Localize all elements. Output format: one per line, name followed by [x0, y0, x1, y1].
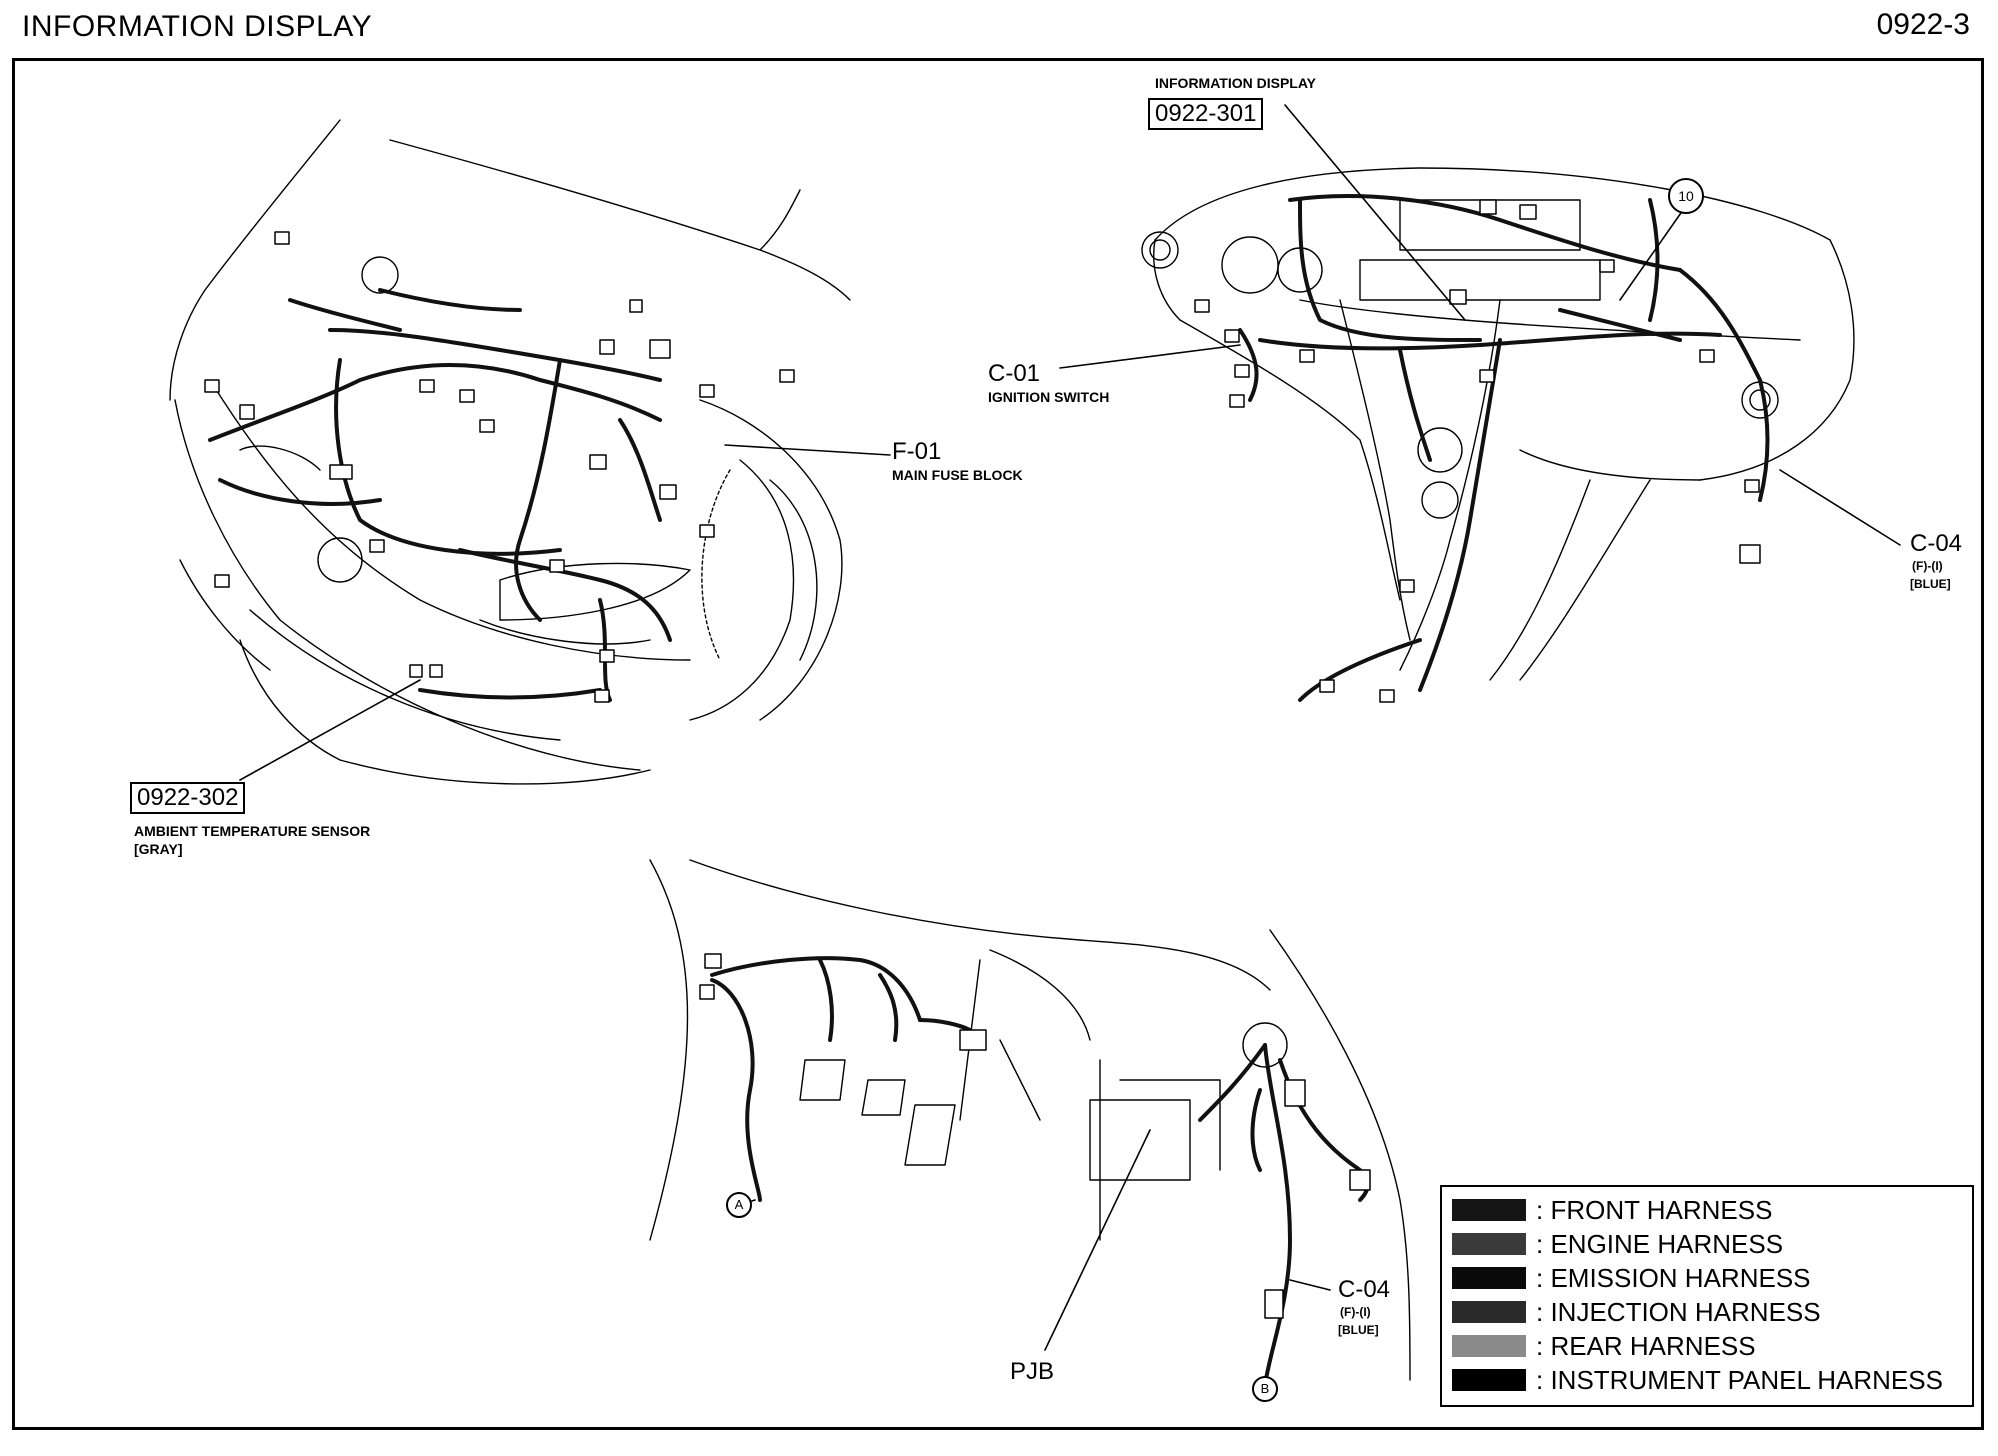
c01-code: C-01	[988, 360, 1041, 387]
ambient-temperature-sensor-color: [GRAY]	[134, 841, 183, 857]
legend-label: : FRONT HARNESS	[1536, 1194, 1773, 1225]
callout-leaders	[239, 104, 1901, 1351]
legend-swatch	[1452, 1301, 1526, 1323]
pjb-label: PJB	[1010, 1358, 1055, 1385]
page-title: INFORMATION DISPLAY	[22, 10, 373, 43]
c01-caption: IGNITION SWITCH	[988, 389, 1110, 405]
information-display-code: 0922-301	[1148, 98, 1264, 130]
f01-code: F-01	[892, 438, 942, 465]
c04-top-pins: (F)-(I)	[1912, 559, 1943, 573]
legend-label: : INSTRUMENT PANEL HARNESS	[1536, 1364, 1943, 1395]
dashboard-connectors	[1194, 199, 1761, 703]
c04-top-code: C-04	[1910, 530, 1963, 557]
legend-label: : EMISSION HARNESS	[1536, 1262, 1811, 1293]
c04-bottom-code: C-04	[1338, 1276, 1391, 1303]
legend-swatch	[1452, 1233, 1526, 1255]
marker-10: 10	[1668, 178, 1704, 214]
c04-bottom-color: [BLUE]	[1338, 1323, 1379, 1337]
legend-item: : INJECTION HARNESS	[1452, 1295, 1962, 1329]
marker-b: B	[1252, 1376, 1278, 1402]
legend-swatch	[1452, 1335, 1526, 1357]
c04-bottom-pins: (F)-(I)	[1340, 1305, 1371, 1319]
footwell-drawing	[649, 859, 1411, 1381]
page-number: 0922-3	[1876, 8, 1970, 41]
engine-bay-drawing	[169, 119, 851, 785]
ambient-temperature-sensor-caption: AMBIENT TEMPERATURE SENSOR	[134, 823, 371, 839]
legend-label: : ENGINE HARNESS	[1536, 1228, 1784, 1259]
c04-top-color: [BLUE]	[1910, 577, 1951, 591]
legend-item: : INSTRUMENT PANEL HARNESS	[1452, 1363, 1962, 1397]
diagram-frame	[12, 58, 1984, 1430]
dashboard-harness-wires	[1238, 194, 1770, 702]
legend-item: : REAR HARNESS	[1452, 1329, 1962, 1363]
dashboard-drawing	[1141, 167, 1855, 681]
legend-swatch	[1452, 1369, 1526, 1391]
footwell-harness-wires	[710, 956, 1370, 1387]
harness-legend: : FRONT HARNESS : ENGINE HARNESS : EMISS…	[1440, 1185, 1974, 1407]
footwell-connectors	[699, 953, 1371, 1319]
legend-swatch	[1452, 1199, 1526, 1221]
legend-item: : FRONT HARNESS	[1452, 1193, 1962, 1227]
legend-label: : REAR HARNESS	[1536, 1330, 1756, 1361]
marker-a: A	[726, 1192, 752, 1218]
legend-swatch	[1452, 1267, 1526, 1289]
information-display-caption: INFORMATION DISPLAY	[1155, 75, 1317, 91]
f01-caption: MAIN FUSE BLOCK	[892, 467, 1023, 483]
legend-label: : INJECTION HARNESS	[1536, 1296, 1821, 1327]
ambient-temperature-sensor-code: 0922-302	[130, 782, 246, 814]
legend-item: : EMISSION HARNESS	[1452, 1261, 1962, 1295]
engine-harness-wires	[208, 288, 672, 702]
legend-item: : ENGINE HARNESS	[1452, 1227, 1962, 1261]
engine-connectors	[204, 231, 795, 703]
